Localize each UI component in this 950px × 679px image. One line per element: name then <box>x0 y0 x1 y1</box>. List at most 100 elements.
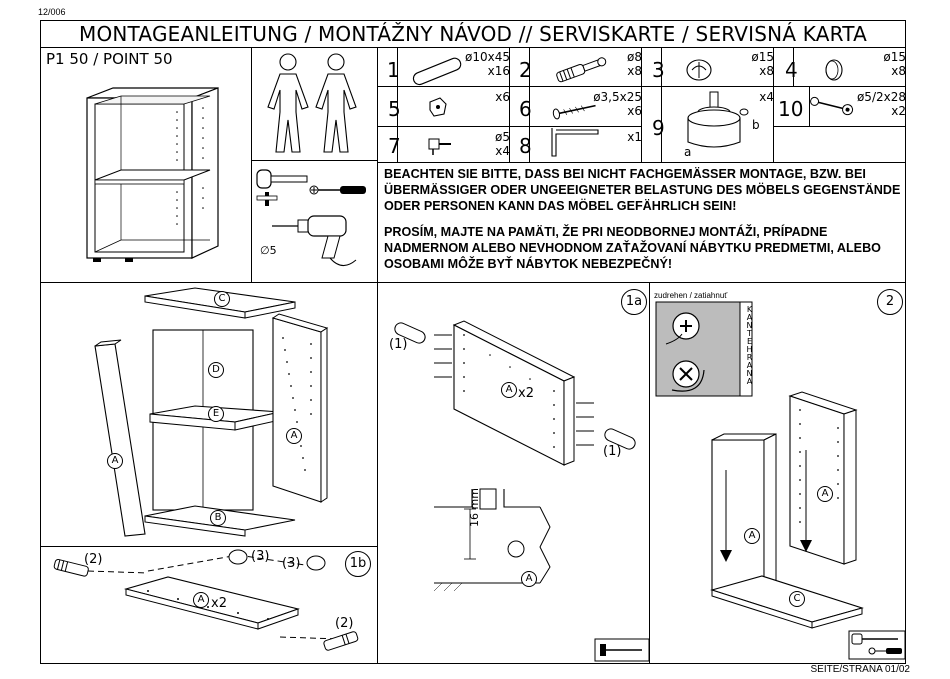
part-6-count: x6 <box>627 104 642 118</box>
part-9-sub-a: a <box>684 145 692 159</box>
part-2-qty: ø8 x8 <box>570 50 642 78</box>
panel-label-E: E <box>208 406 224 422</box>
quantity-x2-1b: x2 <box>211 596 227 611</box>
part-4-number: 4 <box>785 58 798 82</box>
step-1b-badge: 1b <box>345 551 371 577</box>
part-8-count: x1 <box>627 130 642 144</box>
panel-label-A-section: A <box>521 571 537 587</box>
allen-key-icon <box>551 128 599 157</box>
kante-label: KANTE HRANA <box>746 305 753 386</box>
callout-2-left: (2) <box>84 552 103 567</box>
page-frame <box>40 20 906 664</box>
panel-label-C-step2: C <box>789 591 805 607</box>
callout-3-right: (3) <box>282 556 301 571</box>
part-8-qty: x1 <box>572 130 642 144</box>
page-title: MONTAGEANLEITUNG / MONTÁŽNY NÁVOD // SER… <box>79 22 867 46</box>
model-name: P1 50 / POINT 50 <box>46 50 173 68</box>
dowel-icon <box>412 57 462 86</box>
screw-icon <box>552 104 596 120</box>
part-7-count: x4 <box>495 144 510 158</box>
callout-1-left: (1) <box>389 337 408 352</box>
page-footer: SEITE/STRANA 01/02 <box>810 664 911 675</box>
part-1-dim: ø10x45 <box>465 50 510 64</box>
tighten-note: zudrehen / zatiahnuť <box>654 291 728 300</box>
cam-bolt-icon <box>556 57 607 83</box>
shelf-support-icon <box>429 97 447 117</box>
part-4-dim: ø15 <box>883 50 906 64</box>
divider-tool-hammer <box>251 160 377 162</box>
hammer-small-icon <box>594 638 650 662</box>
part-3-dim: ø15 <box>751 50 774 64</box>
part-2-count: x8 <box>627 64 642 78</box>
shelf-pin-icon <box>428 138 451 155</box>
part-10-count: x2 <box>891 104 906 118</box>
divider-bottom-left <box>377 282 379 664</box>
divider-tools-parts <box>377 47 379 282</box>
part-5-qty: x6 <box>440 90 510 104</box>
part-6-qty: ø3,5x25 x6 <box>572 90 642 118</box>
dowel-depth-cross-section <box>433 488 551 592</box>
part-2-dim: ø8 <box>627 50 642 64</box>
document-number: 12/006 <box>38 7 66 17</box>
part-6-number: 6 <box>519 97 532 121</box>
depth-16mm-label: 16 mm <box>468 488 481 527</box>
cover-cap-icon <box>825 59 843 81</box>
part-7-number: 7 <box>388 134 401 158</box>
part-3-count: x8 <box>759 64 774 78</box>
part-4-qty: ø15 x8 <box>836 50 906 78</box>
cabinet-illustration <box>86 87 219 262</box>
part-1-number: 1 <box>387 58 400 82</box>
callout-1-right: (1) <box>603 444 622 459</box>
panel-label-A-1b: A <box>193 592 209 608</box>
screwdriver-icon <box>309 185 366 195</box>
panel-label-D: D <box>208 362 224 378</box>
warning-german: BEACHTEN SIE BITTE, DASS BEI NICHT FACHG… <box>384 167 901 213</box>
divider-model-tools <box>251 47 253 282</box>
two-persons-icon <box>267 53 357 153</box>
part-10-qty: ø5/2x28 x2 <box>836 90 906 118</box>
divider-bottom-mid <box>649 282 651 664</box>
drill-diameter-label: ∅5 <box>260 244 277 257</box>
part-7-qty: ø5 x4 <box>440 130 510 158</box>
title-divider <box>40 47 906 49</box>
step-1a-badge: 1a <box>621 289 647 315</box>
part-7-dim: ø5 <box>495 130 510 144</box>
part-2-number: 2 <box>519 58 532 82</box>
callout-2-right: (2) <box>335 616 354 631</box>
drill-icon <box>272 215 357 266</box>
hammer-icon <box>256 169 308 206</box>
part-10-dim: ø5/2x28 <box>856 90 906 104</box>
warning-slovak: PROSÍM, MAJTE NA PAMÄTI, ŽE PRI NEODBORN… <box>384 225 881 271</box>
part-1-qty: ø10x45 x16 <box>440 50 510 78</box>
part-1-count: x16 <box>487 64 510 78</box>
cam-lock-icon <box>686 59 712 81</box>
leveling-foot-icon <box>687 91 749 148</box>
part-6-dim: ø3,5x25 <box>593 90 642 104</box>
panel-label-A-step2-front: A <box>744 528 760 544</box>
part-9-sub-b: b <box>752 118 760 132</box>
step-2-assembly-diagram <box>710 391 864 629</box>
panel-label-A-left: A <box>107 453 123 469</box>
part-5-count: x6 <box>495 90 510 104</box>
part-10-number: 10 <box>778 97 804 121</box>
step-1b-diagram <box>53 549 359 651</box>
callout-3-left: (3) <box>251 549 270 564</box>
divider-top-bottom <box>40 282 906 284</box>
panel-label-A-right: A <box>286 428 302 444</box>
connector-bolt-icon <box>810 96 854 116</box>
part-9-qty: x4 <box>710 90 774 104</box>
panel-label-C: C <box>214 291 230 307</box>
part-9-number: 9 <box>652 116 665 140</box>
tools-hammer-screwdriver-icon <box>848 630 906 660</box>
divider-1b <box>40 546 377 548</box>
quantity-x2-1a: x2 <box>518 386 534 401</box>
part-3-qty: ø15 x8 <box>704 50 774 78</box>
tighten-cam-detail <box>655 301 753 397</box>
part-8-number: 8 <box>519 134 532 158</box>
part-3-number: 3 <box>652 58 665 82</box>
panel-label-A-1a: A <box>501 382 517 398</box>
part-9-count: x4 <box>759 90 774 104</box>
step-2-badge: 2 <box>877 289 903 315</box>
part-5-number: 5 <box>388 97 401 121</box>
part-4-count: x8 <box>891 64 906 78</box>
